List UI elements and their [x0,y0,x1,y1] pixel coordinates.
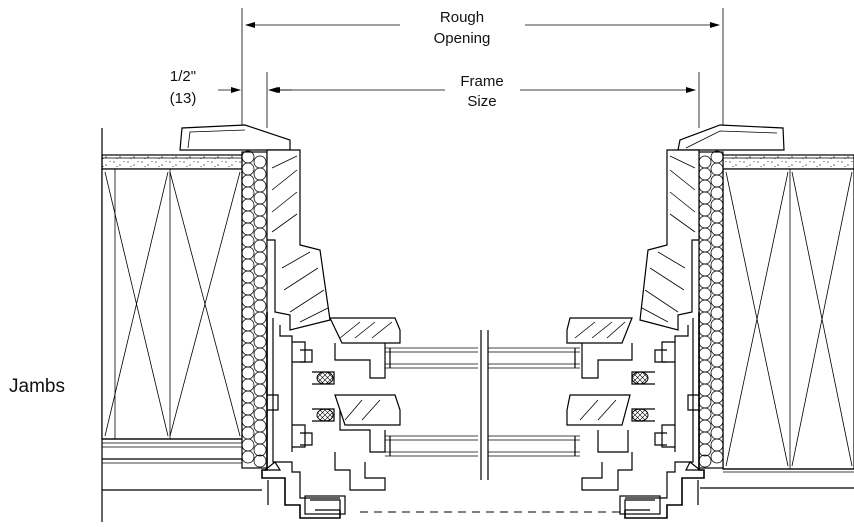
left-drywall [101,154,243,170]
left-gasket-upper [316,371,334,385]
rough-opening-label-1: Rough [440,9,484,26]
left-casing [179,124,291,151]
right-sash-wood-top [566,317,633,344]
left-frame-profile [261,149,346,519]
frame-size-dimension: Frame Size [266,72,700,128]
left-stud [101,168,243,440]
shim-label-1: 1/2" [170,68,196,85]
left-insulation-circles [241,150,267,468]
right-casing [677,124,785,151]
left-sill-clip [304,495,346,515]
left-wood-jamb [266,149,331,331]
frame-size-label-1: Frame [460,73,503,90]
right-gasket-lower [631,408,649,422]
right-drywall [722,154,854,170]
right-wall-assembly [677,124,854,489]
right-wood-jamb [639,149,700,331]
frame-size-label-2: Size [467,93,496,110]
break-lines [360,330,620,513]
rough-opening-dimension: Rough Opening [241,8,724,128]
right-stud [722,168,854,470]
right-sash-wood-bottom [566,394,631,426]
shim-dimension: 1/2" (13) [170,68,292,107]
right-stud-x2 [725,171,789,467]
left-sash-wood-bottom [334,394,401,426]
left-gasket-lower [316,408,334,422]
right-frame-profile [619,149,705,519]
shim-label-2: (13) [170,90,197,107]
right-metal-frame [624,312,705,519]
right-gasket-upper [631,371,649,385]
rough-opening-label-2: Opening [434,30,491,47]
section-name-label: Jambs [9,376,65,397]
right-sash [488,317,633,491]
left-wall-assembly [101,124,291,522]
left-stud-x2 [169,171,241,437]
right-sill-clip [619,495,661,515]
left-sash [329,317,478,491]
